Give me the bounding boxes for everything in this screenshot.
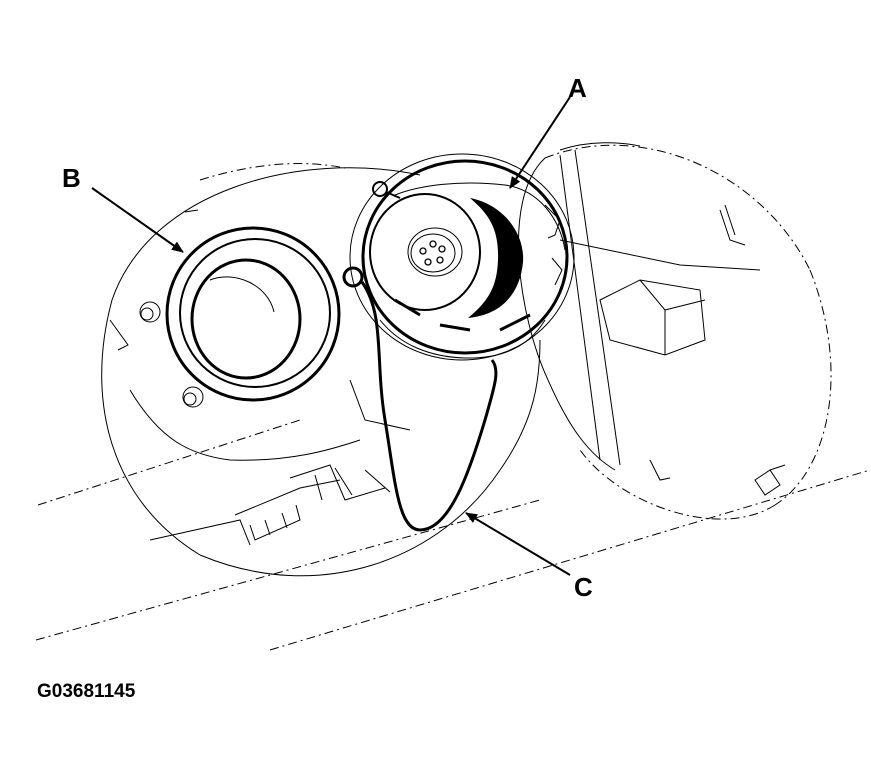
arrow-a [509,96,571,189]
arrow-c [465,512,571,576]
arrow-b [91,187,184,253]
filler-neck [165,226,341,402]
fuel-door [517,142,832,520]
fuel-fill-cap [349,153,575,361]
fuel-filler-recess [101,167,541,577]
callout-label-a: A [568,73,587,103]
callout-label-c: C [574,572,593,602]
leader-lines [91,96,571,576]
figure-id: G03681145 [37,681,136,702]
cap-tether [342,266,498,532]
callout-label-b: B [62,163,81,193]
body-panel-outline [35,163,871,651]
